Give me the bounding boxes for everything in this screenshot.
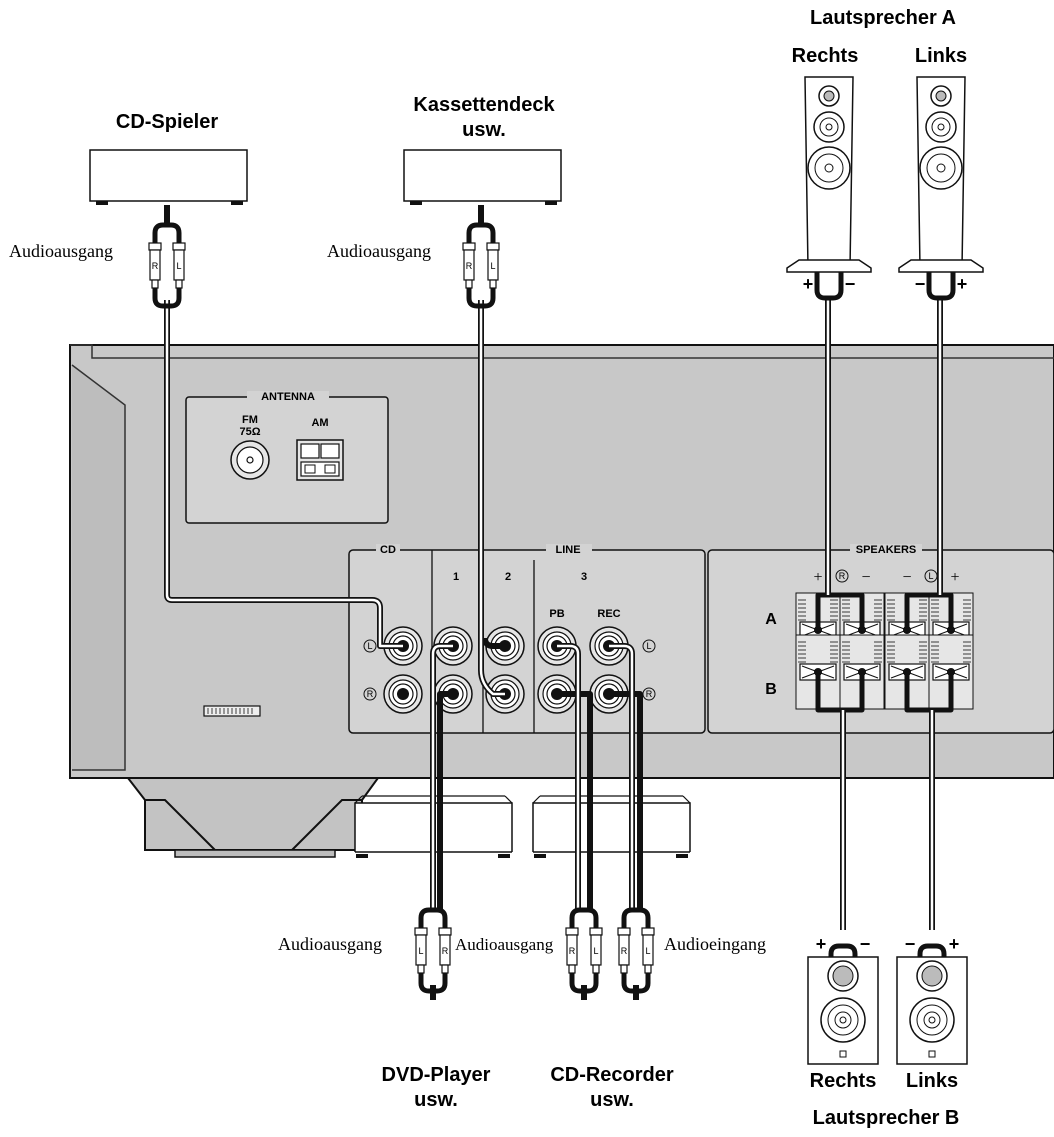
am-label: AM	[311, 417, 328, 429]
cassette-audio-out-label: Audioausgang	[327, 241, 431, 261]
polarity-minus: −	[915, 274, 926, 294]
speaker-terminal-panel: SPEAKERS + R − − L + A B	[707, 544, 1054, 734]
fm-label: FM	[242, 414, 258, 426]
speaker-b-right: +−	[807, 934, 879, 1065]
speakers-b-label: Lautsprecher B	[813, 1107, 960, 1129]
svg-text:L: L	[176, 261, 181, 271]
polarity-minus: −	[905, 934, 916, 954]
antenna-section: ANTENNA FM 75Ω AM	[185, 391, 389, 524]
dvd-player-label-line1: DVD-Player	[382, 1064, 491, 1086]
polarity-plus: +	[957, 274, 968, 294]
svg-text:L: L	[928, 571, 933, 581]
speaker-r-minus-label: −	[861, 569, 870, 586]
speaker-r-marker: R	[835, 569, 849, 583]
fm-ohm-label: 75Ω	[239, 426, 260, 438]
svg-text:R: R	[569, 946, 576, 956]
speakers-a-label: Lautsprecher A	[810, 7, 956, 29]
cassette-deck-device	[403, 149, 562, 205]
speaker-a-right: +−	[786, 76, 872, 301]
cd-recorder-audio-out-label: Audioausgang	[455, 935, 554, 954]
am-antenna-terminal[interactable]	[296, 439, 344, 481]
svg-text:R: R	[646, 689, 653, 699]
svg-text:R: R	[621, 946, 628, 956]
line-2-label: 2	[505, 571, 511, 583]
polarity-plus: +	[803, 274, 814, 294]
cd-recorder-label-line1: CD-Recorder	[550, 1064, 674, 1086]
speaker-row-b-label: B	[765, 681, 777, 698]
rca-jack-cd-r[interactable]	[383, 674, 423, 714]
svg-text:R: R	[442, 946, 449, 956]
speaker-b-right-label: Rechts	[810, 1070, 877, 1092]
cassette-deck-label-line2: usw.	[462, 119, 506, 141]
cd-recorder-label-line2: usw.	[590, 1089, 634, 1111]
svg-text:L: L	[645, 946, 650, 956]
svg-text:L: L	[367, 641, 372, 651]
cd-player-label: CD-Spieler	[116, 111, 218, 133]
svg-text:R: R	[367, 689, 374, 699]
pb-label: PB	[549, 608, 564, 620]
speaker-l-plus-label: +	[950, 569, 959, 586]
cd-player-audio-out-label: Audioausgang	[9, 241, 113, 261]
line-section-label: LINE	[555, 544, 580, 556]
speaker-b-left-label: Links	[906, 1070, 958, 1092]
cd-recorder-audio-in-label: Audioeingang	[664, 934, 766, 954]
input-jack-panel: CD LINE 1 2 3 PB REC L R L R	[348, 544, 706, 734]
dvd-audio-out-label: Audioausgang	[278, 934, 382, 954]
speaker-a-left: +−	[898, 76, 984, 301]
channel-l-marker-left: L	[363, 639, 377, 653]
svg-text:L: L	[646, 641, 651, 651]
svg-text:R: R	[152, 261, 159, 271]
polarity-minus: −	[860, 934, 871, 954]
dvd-player-label-line2: usw.	[414, 1089, 458, 1111]
svg-text:R: R	[466, 261, 473, 271]
speaker-r-plus-label: +	[813, 569, 822, 586]
svg-text:L: L	[593, 946, 598, 956]
antenna-label: ANTENNA	[261, 391, 315, 403]
line-3-label: 3	[581, 571, 587, 583]
speakers-section-label: SPEAKERS	[856, 544, 917, 556]
speaker-a-left-label: Links	[915, 45, 967, 67]
svg-text:L: L	[490, 261, 495, 271]
speaker-b-left: +−	[896, 934, 968, 1065]
polarity-minus: −	[845, 274, 856, 294]
line-1-label: 1	[453, 571, 459, 583]
channel-l-marker-right: L	[642, 639, 656, 653]
polarity-plus: +	[949, 934, 960, 954]
speaker-l-minus-label: −	[902, 569, 911, 586]
svg-text:L: L	[418, 946, 423, 956]
speaker-row-a-label: A	[765, 611, 777, 628]
cassette-deck-label-line1: Kassettendeck	[413, 94, 555, 116]
cd-player-device	[89, 149, 248, 205]
cd-recorder-device	[532, 795, 691, 858]
channel-r-marker-left: R	[363, 687, 377, 701]
cd-section-label: CD	[380, 544, 396, 556]
speaker-a-right-label: Rechts	[792, 45, 859, 67]
svg-text:R: R	[839, 571, 846, 581]
rec-label: REC	[597, 608, 620, 620]
polarity-plus: +	[816, 934, 827, 954]
